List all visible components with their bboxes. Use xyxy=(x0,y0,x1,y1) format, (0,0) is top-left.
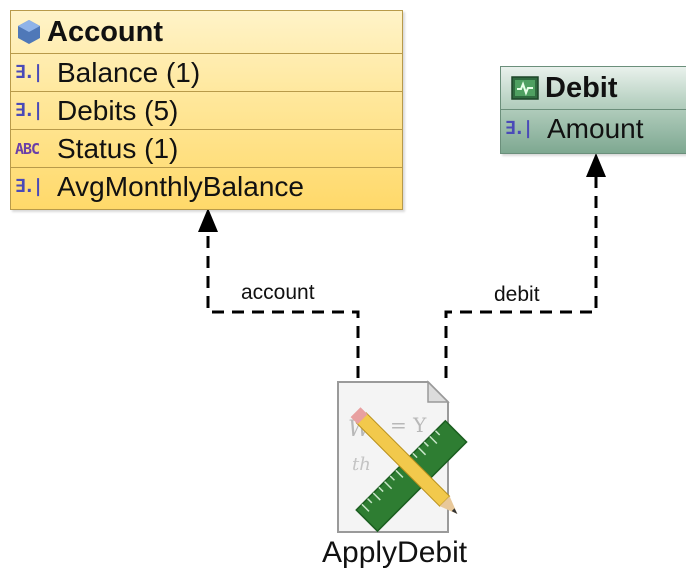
field-label: AvgMonthlyBalance xyxy=(57,170,304,202)
debit-title-bar: Debit xyxy=(501,67,686,109)
debit-connector xyxy=(444,172,598,378)
debit-arrowhead xyxy=(586,153,606,177)
account-field-avgmonthlybalance[interactable]: ∃.∣ AvgMonthlyBalance xyxy=(11,167,402,205)
hexagon-entity-icon xyxy=(18,20,40,44)
debit-link-label: debit xyxy=(494,283,540,306)
svg-text:th: th xyxy=(352,454,371,475)
account-field-debits[interactable]: ∃.∣ Debits (5) xyxy=(11,91,402,129)
account-arrowhead xyxy=(198,208,218,232)
debit-field-amount[interactable]: ∃.∣ Amount xyxy=(501,109,686,147)
integer-field-icon: ∃.∣ xyxy=(15,99,44,121)
field-label: Amount xyxy=(547,112,644,144)
integer-field-icon: ∃.∣ xyxy=(15,175,44,197)
account-title: Account xyxy=(47,15,163,48)
account-title-bar: Account xyxy=(11,11,402,53)
account-field-balance[interactable]: ∃.∣ Balance (1) xyxy=(11,53,402,91)
account-field-status[interactable]: ABC Status (1) xyxy=(11,129,402,167)
integer-field-icon: ∃.∣ xyxy=(505,117,534,139)
rule-name-label: ApplyDebit xyxy=(322,536,468,569)
field-label: Debits (5) xyxy=(57,94,179,126)
field-label: Status (1) xyxy=(57,132,179,164)
integer-field-icon: ∃.∣ xyxy=(15,61,44,83)
svg-text:= Y: = Y xyxy=(390,413,427,437)
debit-event-box[interactable]: Debit ∃.∣ Amount xyxy=(500,66,686,154)
account-connector xyxy=(206,226,360,378)
field-label: Balance (1) xyxy=(57,56,201,88)
text-field-icon: ABC xyxy=(15,139,40,158)
rule-document-ruler-pencil-icon[interactable]: W = Y th xyxy=(330,378,480,538)
debit-title: Debit xyxy=(545,71,618,104)
account-entity-box[interactable]: Account ∃.∣ Balance (1) ∃.∣ Debits (5) A… xyxy=(10,10,403,210)
event-entity-icon xyxy=(511,76,539,100)
account-link-label: account xyxy=(241,281,315,304)
